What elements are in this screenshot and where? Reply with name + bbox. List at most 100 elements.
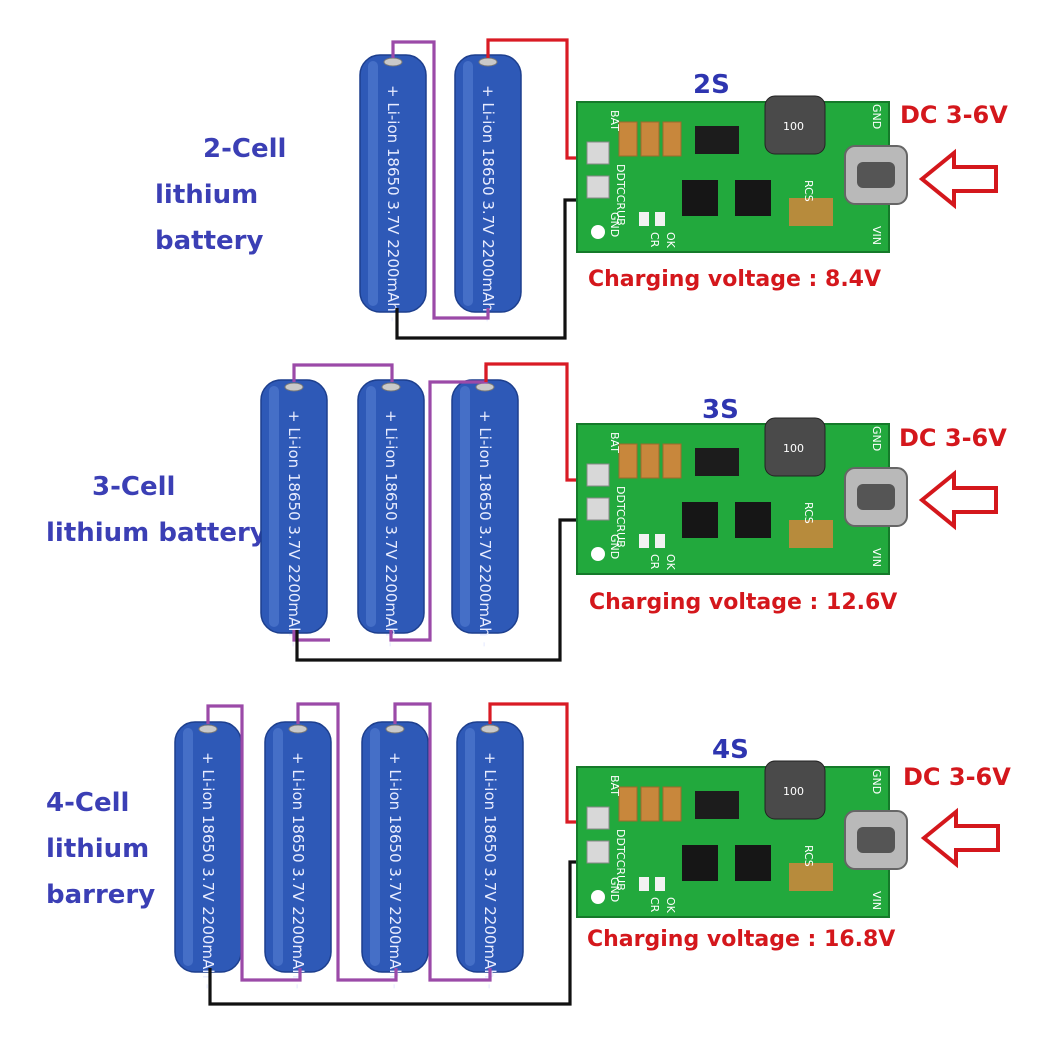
capacitor bbox=[662, 121, 682, 157]
battery-highlight bbox=[460, 386, 470, 627]
led bbox=[639, 534, 649, 548]
battery-terminal bbox=[480, 724, 500, 734]
battery-highlight bbox=[366, 386, 376, 627]
inductor bbox=[764, 95, 826, 155]
silk-gnd-left: GND bbox=[608, 212, 621, 237]
capacitor bbox=[618, 121, 638, 157]
battery-print: + Li-ion 18650 3.7V 2200mAh - bbox=[382, 410, 400, 647]
cell-label-line: 4-Cell bbox=[46, 788, 130, 818]
silk-gnd-right: GND bbox=[870, 769, 883, 794]
gnd-pad bbox=[586, 840, 610, 864]
input-voltage-label: DC 3-6V bbox=[900, 101, 1008, 129]
usb-c-opening bbox=[857, 162, 895, 188]
inductor bbox=[764, 760, 826, 820]
positive-wire bbox=[488, 702, 590, 824]
silk-mid: DDTCCRUB bbox=[614, 486, 627, 548]
battery-terminal bbox=[475, 382, 495, 392]
silk-ok: OK bbox=[664, 897, 677, 914]
battery-cell: + Li-ion 18650 3.7V 2200mAh - bbox=[174, 721, 242, 989]
battery-cell: + Li-ion 18650 3.7V 2200mAh - bbox=[264, 721, 332, 989]
battery-cell: + Li-ion 18650 3.7V 2200mAh - bbox=[451, 379, 519, 647]
silk-cr: CR bbox=[648, 554, 661, 570]
capacitor bbox=[618, 786, 638, 822]
battery-terminal bbox=[288, 724, 308, 734]
silk-rcs: RCS bbox=[802, 180, 815, 202]
silk-mid: DDTCCRUB bbox=[614, 164, 627, 226]
series-link-wire bbox=[292, 363, 394, 382]
capacitor bbox=[640, 121, 660, 157]
input-arrow-icon bbox=[920, 807, 1000, 869]
module-title-2s: 2S bbox=[693, 70, 730, 100]
charging-voltage-label: Charging voltage : 8.4V bbox=[588, 267, 882, 292]
silk-mid: DDTCCRUB bbox=[614, 829, 627, 891]
battery-terminal bbox=[385, 724, 405, 734]
capacitor bbox=[662, 443, 682, 479]
diode bbox=[695, 126, 739, 154]
ic-chip bbox=[682, 180, 718, 216]
ic-chip bbox=[735, 845, 771, 881]
battery-print: + Li-ion 18650 3.7V 2200mAh - bbox=[285, 410, 303, 647]
capacitor-bank bbox=[789, 863, 833, 891]
inductor-marking: 100 bbox=[783, 785, 804, 798]
silk-cr: CR bbox=[648, 232, 661, 248]
bat-pad bbox=[586, 806, 610, 830]
battery-cell: + Li-ion 18650 3.7V 2200mAh - bbox=[454, 54, 522, 322]
battery-cell: + Li-ion 18650 3.7V 2200mAh - bbox=[361, 721, 429, 989]
ic-chip bbox=[682, 845, 718, 881]
silk-gnd-left: GND bbox=[608, 534, 621, 559]
battery-print: + Li-ion 18650 3.7V 2200mAh - bbox=[199, 752, 217, 989]
battery-highlight bbox=[269, 386, 279, 627]
mount-hole bbox=[591, 890, 605, 904]
led bbox=[655, 534, 665, 548]
capacitor-bank bbox=[789, 520, 833, 548]
capacitor bbox=[662, 786, 682, 822]
battery-print: + Li-ion 18650 3.7V 2200mAh - bbox=[476, 410, 494, 647]
battery-cell: + Li-ion 18650 3.7V 2200mAh - bbox=[357, 379, 425, 647]
gnd-pad bbox=[586, 175, 610, 199]
cell-label-line: lithium bbox=[46, 834, 150, 864]
battery-terminal bbox=[381, 382, 401, 392]
battery-print: + Li-ion 18650 3.7V 2200mAh - bbox=[386, 752, 404, 989]
module-title-3s: 3S bbox=[702, 395, 739, 425]
cell-label-line: lithium battery bbox=[46, 518, 267, 548]
silk-vin: VIN bbox=[870, 226, 883, 245]
silk-vin: VIN bbox=[870, 891, 883, 910]
series-link-wire bbox=[296, 702, 398, 982]
led bbox=[639, 212, 649, 226]
inductor-marking: 100 bbox=[783, 120, 804, 133]
battery-terminal bbox=[284, 382, 304, 392]
battery-highlight bbox=[465, 728, 475, 966]
led bbox=[639, 877, 649, 891]
silk-rcs: RCS bbox=[802, 502, 815, 524]
cell-label-line: barrery bbox=[46, 880, 156, 910]
battery-highlight bbox=[273, 728, 283, 966]
capacitor bbox=[640, 443, 660, 479]
bat-pad bbox=[586, 141, 610, 165]
battery-highlight bbox=[368, 61, 378, 306]
cell-label-line: lithium battery bbox=[155, 180, 264, 256]
silk-bat: BAT bbox=[608, 775, 621, 796]
ic-chip bbox=[682, 502, 718, 538]
battery-cell: + Li-ion 18650 3.7V 2200mAh - bbox=[456, 721, 524, 989]
gnd-pad bbox=[586, 497, 610, 521]
battery-terminal bbox=[198, 724, 218, 734]
charging-voltage-label: Charging voltage : 12.6V bbox=[589, 590, 898, 615]
battery-print: + Li-ion 18650 3.7V 2200mAh - bbox=[289, 752, 307, 989]
module-title-4s: 4S bbox=[712, 735, 749, 765]
input-voltage-label: DC 3-6V bbox=[899, 424, 1007, 452]
diode bbox=[695, 791, 739, 819]
battery-cell: + Li-ion 18650 3.7V 2200mAh - bbox=[260, 379, 328, 647]
usb-c-opening bbox=[857, 484, 895, 510]
usb-c-opening bbox=[857, 827, 895, 853]
series-link-wire bbox=[292, 630, 330, 642]
cell-label-3s: 3-Cell lithium battery bbox=[46, 464, 276, 556]
series-link-wire bbox=[206, 704, 302, 982]
battery-highlight bbox=[183, 728, 193, 966]
led bbox=[655, 877, 665, 891]
battery-highlight bbox=[370, 728, 380, 966]
